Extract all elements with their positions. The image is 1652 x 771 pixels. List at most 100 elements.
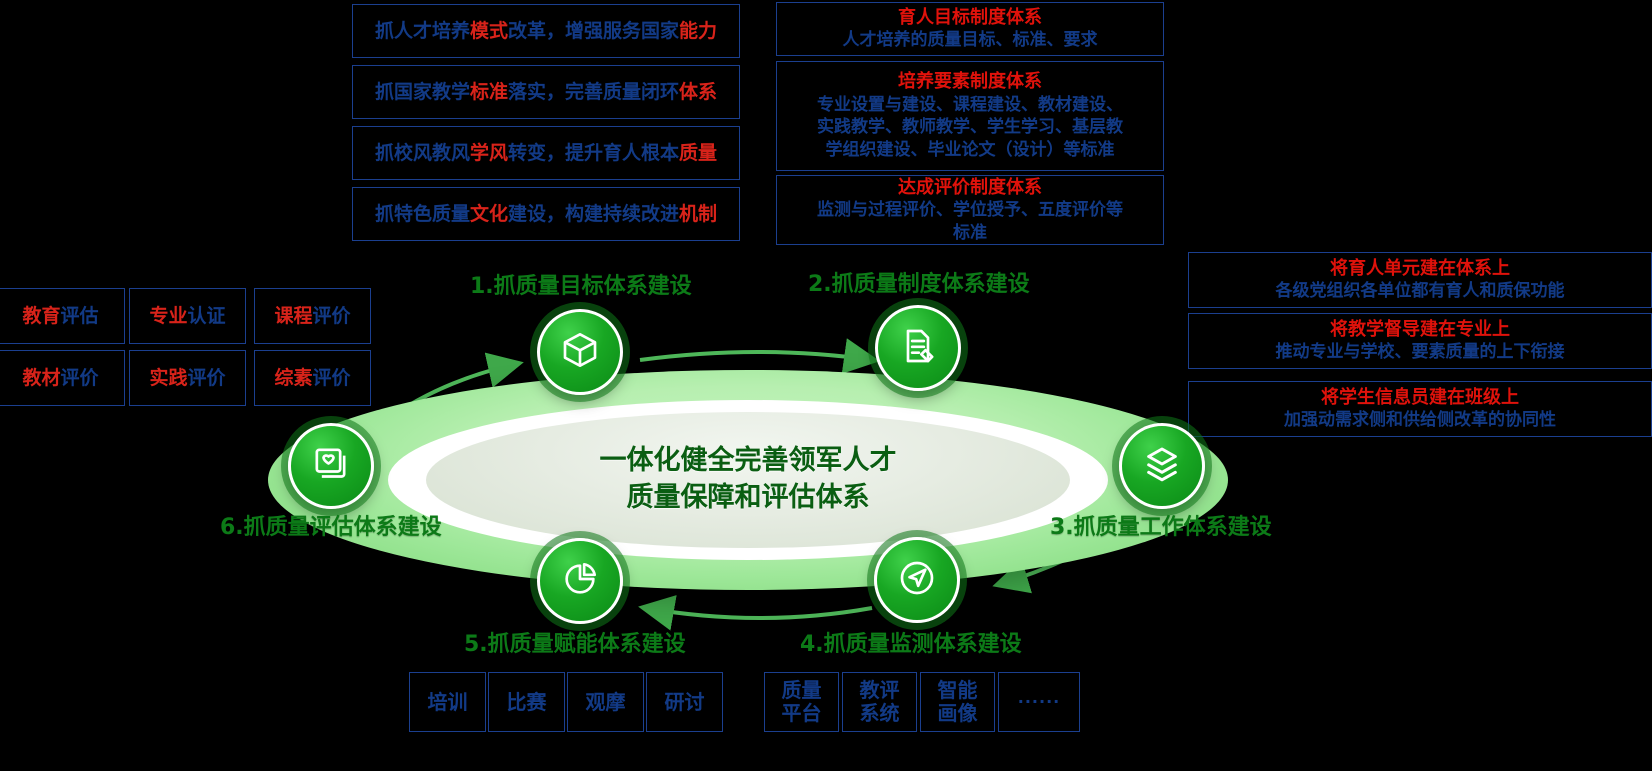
system-box-line: 监测与过程评价、学位授予、五度评价等 <box>817 200 1123 221</box>
node-label-2: 2.抓质量制度体系建设 <box>808 272 1030 297</box>
right-callout-title: 将学生信息员建在班级上 <box>1321 387 1519 409</box>
statement-part-red: 标准 <box>469 80 508 103</box>
node-label-5: 5.抓质量赋能体系建设 <box>464 632 686 657</box>
hub-title-line2: 质量保障和评估体系 <box>626 482 870 513</box>
right-callout-title: 将育人单元建在体系上 <box>1330 258 1510 280</box>
node-label-6: 6.抓质量评估体系建设 <box>220 515 442 540</box>
statement-part-red: 质量 <box>679 141 718 164</box>
bottom-tag-text: 培训 <box>427 689 468 714</box>
node-quality-evaluation[interactable] <box>288 423 374 509</box>
statement-box-3: 抓校风教风学风转变，提升育人根本质量 <box>352 126 740 180</box>
system-box-title: 达成评价制度体系 <box>898 176 1042 198</box>
statement-part-red: 体系 <box>679 80 718 103</box>
statement-box-2: 抓国家教学标准落实，完善质量闭环体系 <box>352 65 740 119</box>
system-box-title: 育人目标制度体系 <box>898 7 1042 28</box>
node-quality-system[interactable] <box>875 305 961 391</box>
eval-tag-red: 教材 <box>22 366 61 389</box>
statement-text-3: 抓校风教风学风转变，提升育人根本质量 <box>375 141 717 165</box>
right-callout-sub: 加强动需求侧和供给侧改革的协同性 <box>1284 409 1556 430</box>
document-edit-icon <box>898 326 938 370</box>
eval-tag-text: 课程评价 <box>274 304 350 328</box>
eval-tag-education: 教育评估 <box>0 288 125 344</box>
hub-title: 一体化健全完善领军人才 质量保障和评估体系 <box>426 412 1070 548</box>
eval-tag-text: 教育评估 <box>22 304 98 328</box>
eval-tag-practice: 实践评价 <box>129 350 246 406</box>
node-quality-monitor[interactable] <box>874 537 960 623</box>
system-box-elements: 培养要素制度体系 专业设置与建设、课程建设、教材建设、 实践教学、教师教学、学生… <box>776 61 1164 171</box>
node-label-3: 3.抓质量工作体系建设 <box>1050 515 1272 540</box>
statement-part-red: 模式 <box>469 19 508 42</box>
cube-icon <box>560 330 600 374</box>
eval-tag-text: 教材评价 <box>22 366 98 390</box>
system-box-title: 培养要素制度体系 <box>898 71 1042 93</box>
statement-text-1: 抓人才培养模式改革，增强服务国家能力 <box>375 19 717 43</box>
right-callout-title: 将教学督导建在专业上 <box>1330 319 1510 341</box>
right-callout-sub: 各级党组织各单位都有育人和质保功能 <box>1275 280 1565 301</box>
bottom-tag-text-line1: ······ <box>1017 691 1061 711</box>
system-box-line: 专业设置与建设、课程建设、教材建设、 <box>817 94 1123 115</box>
bottom-tag-observation: 观摩 <box>567 672 644 732</box>
node-label-4: 4.抓质量监测体系建设 <box>800 632 1022 657</box>
central-ring: 一体化健全完善领军人才 质量保障和评估体系 <box>268 370 1228 590</box>
bottom-tag-text-line1: 质量 <box>781 678 822 702</box>
statement-text-2: 抓国家教学标准落实，完善质量闭环体系 <box>375 80 717 104</box>
statement-part-blue: 转变，提升育人根本 <box>508 141 680 164</box>
right-callout-sub: 推动专业与学校、要素质量的上下衔接 <box>1275 341 1565 362</box>
bottom-tag-text-line1: 智能 <box>937 678 978 702</box>
bottom-tag-seminar: 研讨 <box>646 672 723 732</box>
statement-part-blue: 抓人才培养 <box>374 19 470 42</box>
eval-tag-blue: 评估 <box>60 304 99 327</box>
statement-text-4: 抓特色质量文化建设，构建持续改进机制 <box>375 202 717 226</box>
statement-part-red: 能力 <box>679 19 718 42</box>
eval-tag-blue: 评价 <box>312 304 351 327</box>
node-quality-goal[interactable] <box>537 309 623 395</box>
pie-chart-icon <box>560 559 600 603</box>
statement-part-red: 学风 <box>469 141 508 164</box>
node-quality-work[interactable] <box>1119 423 1205 509</box>
right-callout-3: 将学生信息员建在班级上 加强动需求侧和供给侧改革的协同性 <box>1188 381 1652 437</box>
statement-part-red: 文化 <box>469 202 508 225</box>
right-callout-1: 将育人单元建在体系上 各级党组织各单位都有育人和质保功能 <box>1188 252 1652 308</box>
system-box-evaluation: 达成评价制度体系 监测与过程评价、学位授予、五度评价等 标准 <box>776 175 1164 245</box>
system-box-goal: 育人目标制度体系 人才培养的质量目标、标准、要求 <box>776 2 1164 56</box>
eval-tag-textbook: 教材评价 <box>0 350 125 406</box>
statement-part-blue: 抓特色质量 <box>374 202 470 225</box>
bottom-tag-text: 研讨 <box>664 689 705 714</box>
paper-plane-icon <box>897 558 937 602</box>
bottom-tag-smart-portrait: 智能 画像 <box>920 672 995 732</box>
eval-tag-red: 课程 <box>274 304 313 327</box>
eval-tag-red: 实践 <box>149 366 188 389</box>
eval-tag-red: 专业 <box>149 304 188 327</box>
system-box-line: 实践教学、教师教学、学生学习、基层教 <box>817 117 1123 138</box>
bottom-tag-text: 观摩 <box>585 689 626 714</box>
statement-part-blue: 改革，增强服务国家 <box>508 19 680 42</box>
bottom-tag-teaching-eval-system: 教评 系统 <box>842 672 917 732</box>
statement-part-red: 机制 <box>679 202 718 225</box>
eval-tag-text: 专业认证 <box>149 304 225 328</box>
statement-part-blue: 抓国家教学 <box>374 80 470 103</box>
right-callout-2: 将教学督导建在专业上 推动专业与学校、要素质量的上下衔接 <box>1188 313 1652 369</box>
bottom-tag-training: 培训 <box>409 672 486 732</box>
eval-tag-blue: 评价 <box>60 366 99 389</box>
bottom-tag-text: 比赛 <box>506 689 547 714</box>
node-label-1: 1.抓质量目标体系建设 <box>470 274 692 299</box>
statement-part-blue: 建设，构建持续改进 <box>508 202 680 225</box>
eval-tag-red: 教育 <box>22 304 61 327</box>
ring-inner <box>426 412 1070 548</box>
hub-title-line1: 一体化健全完善领军人才 <box>599 445 897 477</box>
eval-tag-major: 专业认证 <box>129 288 246 344</box>
node-quality-empower[interactable] <box>537 538 623 624</box>
eval-tag-course: 课程评价 <box>254 288 371 344</box>
system-box-line: 标准 <box>953 222 987 243</box>
statement-part-blue: 抓校风教风 <box>374 141 470 164</box>
eval-tag-red: 综素 <box>274 366 313 389</box>
bottom-tag-quality-platform: 质量 平台 <box>764 672 839 732</box>
bottom-tag-text-line2: 平台 <box>781 701 822 725</box>
layers-icon <box>1142 444 1182 488</box>
statement-box-4: 抓特色质量文化建设，构建持续改进机制 <box>352 187 740 241</box>
bottom-tag-text-line2: 画像 <box>937 701 978 725</box>
eval-tag-text: 实践评价 <box>149 366 225 390</box>
bottom-tag-contest: 比赛 <box>488 672 565 732</box>
statement-part-blue: 落实，完善质量闭环 <box>508 80 680 103</box>
eval-tag-blue: 评价 <box>187 366 226 389</box>
